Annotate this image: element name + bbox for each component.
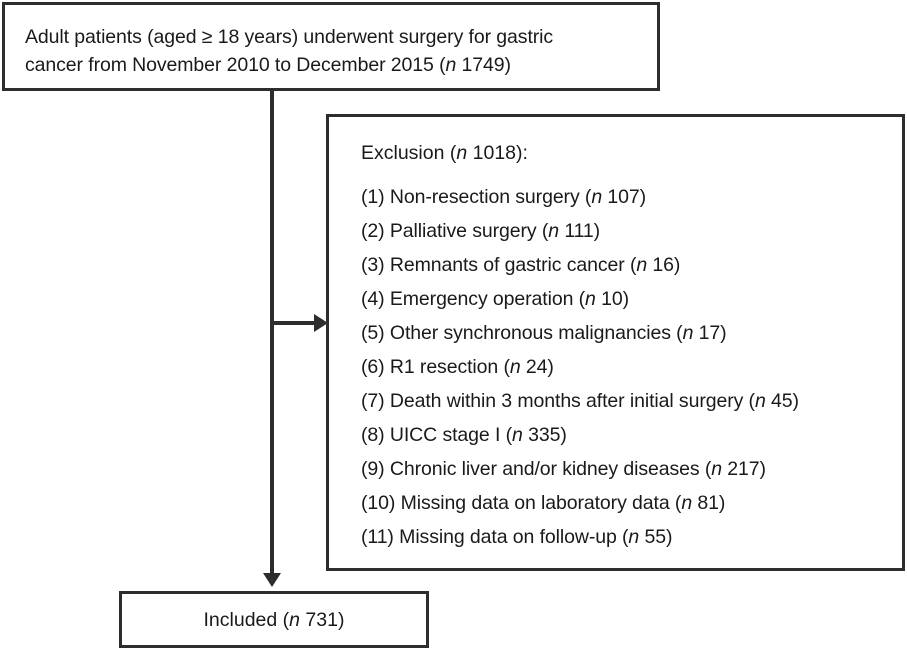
exclusion-heading: Exclusion (n 1018): xyxy=(361,141,902,165)
exclusion-item-4-number: (4) xyxy=(361,288,385,310)
exclusion-item-9-number: (9) xyxy=(361,458,385,480)
exclusion-item-1-number: (1) xyxy=(361,186,385,208)
exclusion-item-5-label: Other synchronous malignancies ( xyxy=(389,322,683,344)
enrolled-line1-pre: Adult patients (aged xyxy=(25,26,202,48)
enrolled-line-1: Adult patients (aged ≥ 18 years) underwe… xyxy=(25,23,635,51)
exclusion-item-9-count: 217) xyxy=(721,458,766,480)
enrolled-line2-count: 1749) xyxy=(456,54,511,76)
exclusion-item-7: (7) Death within 3 months after initial … xyxy=(361,384,902,418)
exclusion-item-1-label: Non-resection surgery ( xyxy=(389,186,592,208)
arrowhead-right-icon xyxy=(314,314,328,332)
exclusion-item-11-number: (11) xyxy=(361,526,394,548)
exclusion-item-1: (1) Non-resection surgery (n 107) xyxy=(361,180,902,214)
exclusion-item-3: (3) Remnants of gastric cancer (n 16) xyxy=(361,248,902,282)
enrolled-line2-pre: cancer from November 2010 to December 20… xyxy=(25,54,446,76)
exclusion-item-7-count: 45) xyxy=(765,390,799,412)
exclusion-item-1-n: n xyxy=(591,186,603,208)
branch-connector-to-exclusion xyxy=(272,321,318,325)
exclusion-item-5-count: 17) xyxy=(693,322,727,344)
exclusion-item-9: (9) Chronic liver and/or kidney diseases… xyxy=(361,452,902,486)
arrowhead-down-icon xyxy=(263,573,281,587)
exclusion-item-7-n: n xyxy=(754,390,766,412)
vertical-connector xyxy=(270,91,274,573)
enrolled-box: Adult patients (aged ≥ 18 years) underwe… xyxy=(2,2,660,91)
exclusion-item-8-number: (8) xyxy=(361,424,385,446)
exclusion-item-10-n: n xyxy=(681,492,693,514)
exclusion-item-7-label: Death within 3 months after initial surg… xyxy=(389,390,755,412)
exclusion-item-5: (5) Other synchronous malignancies (n 17… xyxy=(361,316,902,350)
exclusion-item-11-count: 55) xyxy=(639,526,673,548)
exclusion-item-2-count: 111) xyxy=(559,220,601,242)
exclusion-item-4-label: Emergency operation ( xyxy=(389,288,586,310)
exclusion-item-4: (4) Emergency operation (n 10) xyxy=(361,282,902,316)
enrolled-line-2: cancer from November 2010 to December 20… xyxy=(25,51,635,79)
included-label-pre: Included ( xyxy=(203,608,290,631)
exclusion-item-6: (6) R1 resection (n 24) xyxy=(361,350,902,384)
exclusion-item-7-number: (7) xyxy=(361,390,385,412)
included-label: Included (n 731) xyxy=(204,608,345,632)
exclusion-item-2-n: n xyxy=(548,220,560,242)
exclusion-item-11: (11) Missing data on follow-up (n 55) xyxy=(361,520,902,554)
included-count: 731) xyxy=(300,608,345,631)
exclusion-item-3-count: 16) xyxy=(647,254,681,276)
included-n-symbol: n xyxy=(289,608,301,631)
enrolled-line1-post: 18 years) underwent surgery for gastric xyxy=(212,26,554,48)
exclusion-item-6-number: (6) xyxy=(361,356,385,378)
exclusion-item-3-label: Remnants of gastric cancer ( xyxy=(389,254,637,276)
exclusion-item-8: (8) UICC stage I (n 335) xyxy=(361,418,902,452)
exclusion-item-10-count: 81) xyxy=(692,492,726,514)
exclusion-item-8-count: 335) xyxy=(522,424,567,446)
exclusion-item-6-n: n xyxy=(509,356,521,378)
exclusion-item-10-number: (10) xyxy=(361,492,396,514)
exclusion-item-5-number: (5) xyxy=(361,322,385,344)
exclusion-item-9-label: Chronic liver and/or kidney diseases ( xyxy=(389,458,712,480)
exclusion-item-10: (10) Missing data on laboratory data (n … xyxy=(361,486,902,520)
exclusion-item-2-label: Palliative surgery ( xyxy=(389,220,549,242)
exclusion-item-4-n: n xyxy=(585,288,596,310)
exclusion-item-8-label: UICC stage I ( xyxy=(389,424,513,446)
exclusion-item-10-label: Missing data on laboratory data ( xyxy=(400,492,682,514)
exclusion-item-6-label: R1 resection ( xyxy=(389,356,510,378)
exclusion-item-5-n: n xyxy=(682,322,694,344)
included-box: Included (n 731) xyxy=(119,591,429,648)
enrolled-n-symbol: n xyxy=(445,54,457,76)
exclusion-item-11-label: Missing data on follow-up ( xyxy=(399,526,629,548)
exclusion-item-9-n: n xyxy=(711,458,722,480)
greater-equal-symbol: ≥ xyxy=(201,26,213,48)
exclusion-item-8-n: n xyxy=(512,424,523,446)
exclusion-item-3-n: n xyxy=(636,254,648,276)
exclusion-item-3-number: (3) xyxy=(361,254,385,276)
exclusion-item-1-count: 107) xyxy=(602,186,647,208)
exclusion-item-11-n: n xyxy=(628,526,640,548)
exclusion-heading-count: 1018): xyxy=(467,142,528,164)
exclusion-n-symbol: n xyxy=(456,142,468,164)
exclusion-item-4-count: 10) xyxy=(595,288,629,310)
exclusion-heading-pre: Exclusion ( xyxy=(361,142,457,164)
exclusion-item-2-number: (2) xyxy=(361,220,385,242)
exclusion-box: Exclusion (n 1018): (1) Non-resection su… xyxy=(326,114,905,571)
exclusion-item-2: (2) Palliative surgery (n 111) xyxy=(361,214,902,248)
exclusion-item-6-count: 24) xyxy=(520,356,554,378)
